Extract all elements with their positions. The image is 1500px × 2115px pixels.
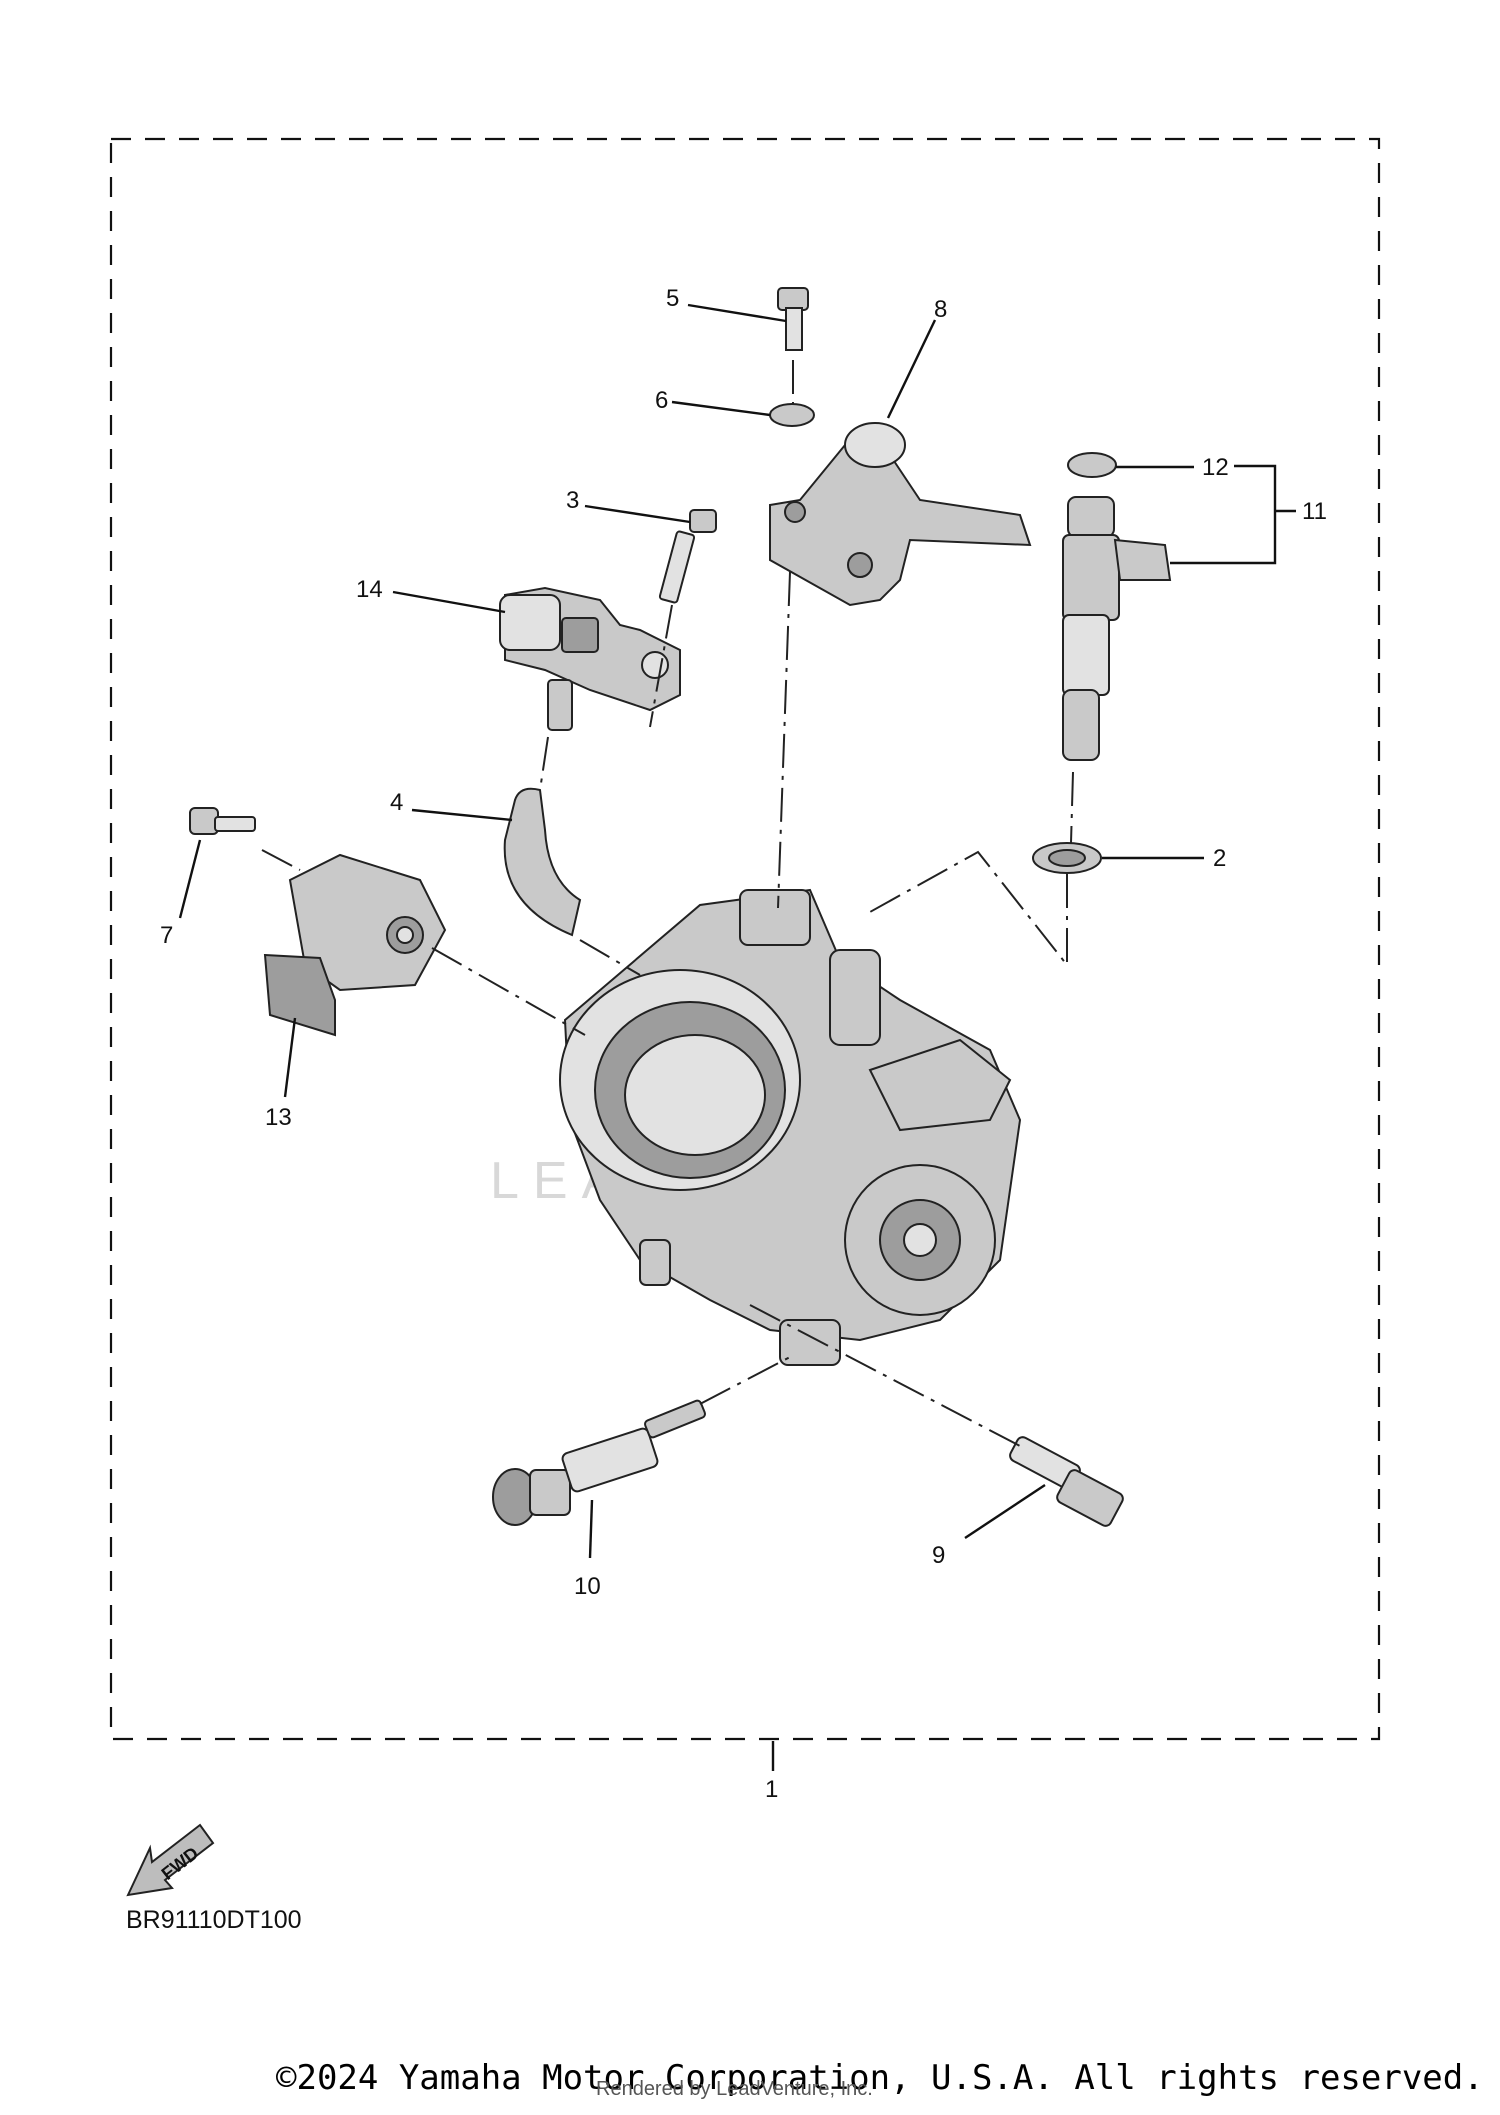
callout-numbers: 1 2 3 4 5 6 7 8 9 10 11 12 13 14 <box>160 285 1327 1803</box>
part-5-bolt <box>777 287 809 351</box>
part-9-adjust-screw <box>1009 1436 1124 1527</box>
throttle-body <box>559 888 1022 1366</box>
leader-lines <box>178 303 1296 1771</box>
part-7-screw <box>189 807 256 835</box>
callout-9: 9 <box>932 1542 945 1569</box>
part-3-bolt <box>658 509 717 604</box>
callout-12: 12 <box>1202 454 1229 481</box>
fwd-arrow: FWD <box>126 1823 215 1897</box>
part-6-washer <box>769 403 815 427</box>
callout-3: 3 <box>566 487 579 514</box>
callout-8: 8 <box>934 296 947 323</box>
part-12-o-ring <box>1067 452 1117 478</box>
alignment-lines <box>261 360 1074 1447</box>
part-11-fuel-injector <box>1062 496 1172 761</box>
callout-10: 10 <box>574 1573 601 1600</box>
callout-1: 1 <box>765 1776 778 1803</box>
assembly-boundary <box>109 137 1381 1741</box>
callout-13: 13 <box>265 1104 292 1131</box>
callout-5: 5 <box>666 285 679 312</box>
part-13-throttle-position-sensor <box>263 853 447 1037</box>
callout-14: 14 <box>356 576 383 603</box>
part-4-hose <box>503 787 582 937</box>
rendered-by-text: Rendered by LeadVenture, Inc. <box>596 2078 873 2100</box>
callout-11: 11 <box>1302 498 1327 525</box>
callout-2: 2 <box>1213 845 1226 872</box>
callout-4: 4 <box>390 789 403 816</box>
copyright-text: ©2024 Yamaha Motor Corporation, U.S.A. A… <box>276 2058 1484 2098</box>
part-10-temperature-sensor <box>492 1399 706 1526</box>
callout-7: 7 <box>160 922 173 949</box>
diagram-code: BR91110DT100 <box>126 1906 302 1934</box>
part-8-injector-holder <box>769 422 1032 607</box>
part-14-intake-pressure-sensor <box>499 586 681 731</box>
part-2-seal <box>1032 842 1102 874</box>
callout-6: 6 <box>655 387 668 414</box>
